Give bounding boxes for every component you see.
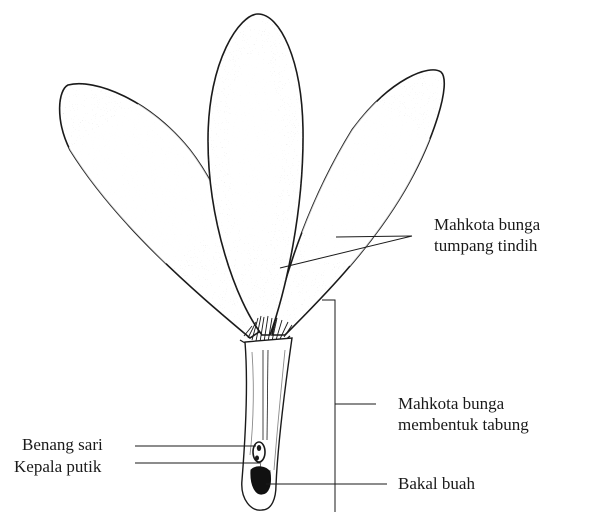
label-corolla-overlap-line2: tumpang tindih [434, 235, 540, 256]
label-ovary: Bakal buah [398, 473, 475, 494]
label-corolla-tube: Mahkota bunga membentuk tabung [398, 393, 529, 435]
bracket-corolla-tube [322, 300, 335, 512]
label-stamen: Benang sari [22, 434, 103, 455]
label-corolla-tube-line2: membentuk tabung [398, 414, 529, 435]
label-corolla-tube-line1: Mahkota bunga [398, 393, 529, 414]
stamens-cluster [253, 442, 265, 462]
label-stigma: Kepala putik [14, 456, 101, 477]
label-corolla-overlap: Mahkota bunga tumpang tindih [434, 214, 540, 256]
label-corolla-overlap-line1: Mahkota bunga [434, 214, 540, 235]
